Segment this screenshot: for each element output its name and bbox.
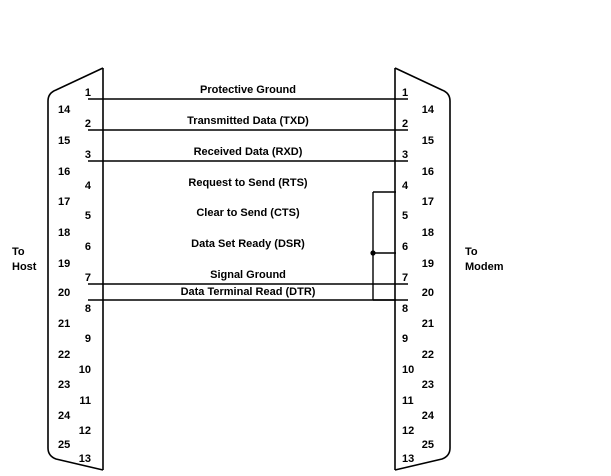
host-pin-24: 24 <box>58 410 71 422</box>
host-pin-13: 13 <box>79 453 91 465</box>
host-pin-19: 19 <box>58 258 70 270</box>
modem-pin-10: 10 <box>402 364 414 376</box>
host-pin-8: 8 <box>85 303 91 315</box>
host-pin-12: 12 <box>79 425 91 437</box>
modem-pin-14: 14 <box>422 104 435 116</box>
jumper-junction-dot <box>370 250 376 256</box>
modem-pin-23: 23 <box>422 379 434 391</box>
signal-label-4: Request to Send (RTS) <box>188 177 308 189</box>
host-pin-22: 22 <box>58 349 70 361</box>
signal-label-2: Transmitted Data (TXD) <box>187 115 309 127</box>
host-pin-1: 1 <box>85 87 91 99</box>
host-connector-shell <box>47 67 104 471</box>
host-pin-11: 11 <box>79 395 91 407</box>
modem-pin-9: 9 <box>402 333 408 345</box>
host-pin-25: 25 <box>58 439 70 451</box>
signal-label-3: Received Data (RXD) <box>194 146 303 158</box>
modem-pin-5: 5 <box>402 210 408 222</box>
modem-pin-13: 13 <box>402 453 414 465</box>
modem-pin-15: 15 <box>422 135 434 147</box>
modem-pin-12: 12 <box>402 425 414 437</box>
modem-pin-24: 24 <box>422 410 435 422</box>
signal-label-5: Clear to Send (CTS) <box>196 207 300 219</box>
host-pin-18: 18 <box>58 227 70 239</box>
host-pin-9: 9 <box>85 333 91 345</box>
host-pin-17: 17 <box>58 196 70 208</box>
modem-pin-11: 11 <box>402 395 414 407</box>
modem-connector-shell <box>394 67 451 471</box>
modem-pin-1: 1 <box>402 87 408 99</box>
modem-pin-21: 21 <box>422 318 434 330</box>
host-pin-6: 6 <box>85 241 91 253</box>
signal-label-8: Data Terminal Read (DTR) <box>181 286 316 298</box>
host-pin-15: 15 <box>58 135 70 147</box>
host-pin-5: 5 <box>85 210 91 222</box>
to-host-label: To Host <box>12 246 37 273</box>
modem-pin-19: 19 <box>422 258 434 270</box>
modem-pin-3: 3 <box>402 149 408 161</box>
host-pin-2: 2 <box>85 118 91 130</box>
host-pin-21: 21 <box>58 318 70 330</box>
modem-pin-8: 8 <box>402 303 408 315</box>
host-pin-4: 4 <box>85 180 92 192</box>
modem-pin-6: 6 <box>402 241 408 253</box>
host-pin-7: 7 <box>85 272 91 284</box>
host-pin-20: 20 <box>58 287 70 299</box>
host-pin-10: 10 <box>79 364 91 376</box>
modem-pin-25: 25 <box>422 439 434 451</box>
modem-pin-22: 22 <box>422 349 434 361</box>
host-pin-23: 23 <box>58 379 70 391</box>
modem-pin-16: 16 <box>422 166 434 178</box>
signal-label-1: Protective Ground <box>200 84 296 96</box>
host-pin-14: 14 <box>58 104 71 116</box>
modem-pin-17: 17 <box>422 196 434 208</box>
to-modem-label: To Modem <box>465 246 504 273</box>
modem-pin-4: 4 <box>402 180 409 192</box>
modem-pin-18: 18 <box>422 227 434 239</box>
host-pin-16: 16 <box>58 166 70 178</box>
signal-label-6: Data Set Ready (DSR) <box>191 238 305 250</box>
host-pin-3: 3 <box>85 149 91 161</box>
modem-pin-7: 7 <box>402 272 408 284</box>
modem-pin-2: 2 <box>402 118 408 130</box>
signal-label-7: Signal Ground <box>210 269 286 281</box>
modem-pin-20: 20 <box>422 287 434 299</box>
